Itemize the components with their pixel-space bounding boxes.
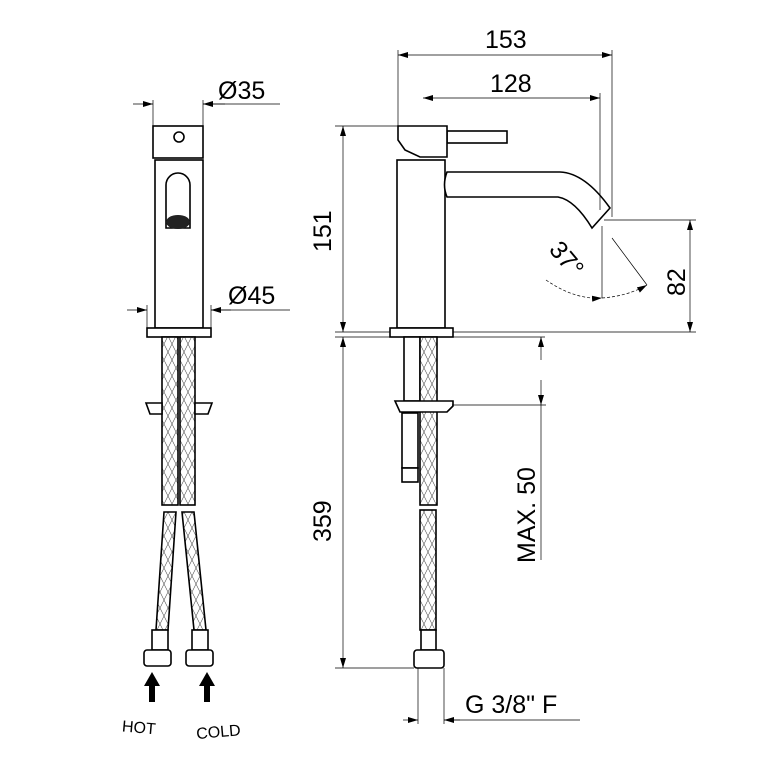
hot-connector [151, 629, 169, 651]
nut-side [413, 649, 445, 669]
handle-block-side [397, 125, 448, 158]
cold-hose-upper [179, 336, 196, 506]
cold-arrow-icon [199, 672, 215, 702]
clip-right [194, 402, 214, 415]
hot-hose-upper [161, 336, 179, 506]
mounting-plate [393, 400, 454, 413]
dim-max-50: MAX. 50 [513, 467, 541, 563]
base-plate [146, 327, 212, 338]
clip-left [144, 402, 163, 415]
aerator [166, 215, 190, 229]
spout-opening [165, 172, 191, 229]
connector-side [420, 629, 437, 651]
hot-nut [143, 649, 172, 667]
hot-label: HOT [121, 718, 156, 738]
dim-angle-37: 37° [543, 236, 589, 283]
front-view: HOT COLD Ø35 Ø45 [121, 77, 290, 743]
side-view: 153 128 151 82 37° 359 MAX. 50 [309, 26, 696, 724]
dim-spout-height-82: 82 [663, 268, 691, 296]
dim-connection-thread: G 3/8" F [465, 691, 557, 719]
cold-nut [185, 649, 214, 667]
rod-nut [401, 467, 419, 483]
base-plate-side [389, 327, 454, 338]
dim-diameter-35: Ø35 [218, 77, 265, 105]
hot-arrow-icon [144, 672, 160, 702]
rod-lower [401, 412, 419, 469]
hose-lower-side [419, 509, 437, 631]
threaded-rod [403, 336, 421, 402]
dim-reach-153: 153 [485, 26, 527, 54]
cold-label: COLD [196, 722, 242, 743]
cold-hose-lower [181, 511, 207, 631]
hot-hose-lower [155, 511, 177, 631]
dim-reach-128: 128 [490, 70, 532, 98]
dim-diameter-45: Ø45 [228, 282, 275, 310]
lever-hole [173, 131, 185, 143]
lever [446, 130, 508, 144]
faucet-body-side [396, 159, 446, 329]
cold-connector [191, 629, 209, 651]
dim-hose-359: 359 [309, 500, 337, 542]
hose-upper-side [419, 336, 438, 506]
dim-height-151: 151 [309, 210, 337, 252]
spout [443, 171, 612, 230]
